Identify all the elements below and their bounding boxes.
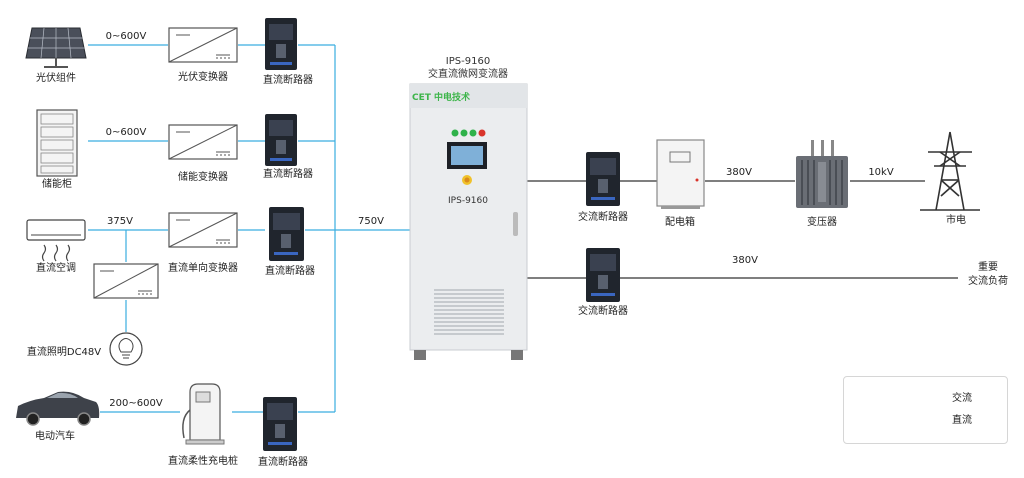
dc-breaker-label: 直流断路器: [263, 169, 313, 180]
storage-converter-icon: [168, 124, 238, 160]
grid-label: 市电: [946, 215, 966, 226]
storage-converter-label: 储能变换器: [178, 172, 228, 183]
voltage-hv: 10kV: [868, 167, 894, 178]
pv-converter-label: 光伏变换器: [178, 72, 228, 83]
ips-9160-cabinet: [409, 83, 528, 360]
dc-flexible-charger-label: 直流柔性充电桩: [168, 456, 238, 467]
important-ac-load-label-2: 交流负荷: [968, 276, 1008, 287]
important-ac-load-label-1: 重要: [978, 262, 998, 273]
dc-unidirectional-converter-icon: [168, 212, 238, 248]
voltage-ac-dist: 380V: [726, 167, 752, 178]
dc-breaker-icon: [265, 114, 297, 166]
ev-label: 电动汽车: [35, 431, 75, 442]
ac-breaker-icon: [586, 152, 620, 206]
dc-ac-label: 直流空调: [36, 263, 76, 274]
ac-breaker-label: 交流断路器: [578, 212, 628, 223]
dc-lines: [88, 44, 410, 413]
voltage-dc-ac: 375V: [107, 216, 133, 227]
legend-ac-label: 交流: [952, 393, 972, 404]
converter-icons: [93, 27, 238, 299]
charging-pile-icon: [182, 383, 225, 445]
distribution-box-icon: [656, 139, 705, 209]
dc-breaker-label: 直流断路器: [263, 75, 313, 86]
ac-breaker-label: 交流断路器: [578, 306, 628, 317]
cabinet-panel-label: IPS-9160: [448, 196, 488, 206]
transformer-label: 变压器: [807, 217, 837, 228]
transformer-icon: [796, 140, 848, 208]
voltage-storage: 0~600V: [105, 127, 147, 138]
brand-logo: CET 中电技术: [412, 93, 471, 103]
dc-breaker-icon: [265, 18, 297, 70]
light-bulb-icon: [109, 332, 143, 366]
solar-panel-icon: [25, 27, 87, 68]
cabinet-name: 交直流微网变流器: [428, 69, 508, 80]
storage-cabinet-label: 储能柜: [42, 179, 72, 190]
ac-lines: [527, 180, 958, 279]
legend-dc-label: 直流: [952, 415, 972, 426]
storage-cabinet-icon: [36, 109, 78, 177]
ev-car-icon: [16, 391, 100, 426]
distribution-box-label: 配电箱: [665, 217, 695, 228]
voltage-ac-load: 380V: [732, 255, 758, 266]
pv-converter-icon: [168, 27, 238, 63]
air-conditioner-icon: [26, 219, 86, 262]
legend: [843, 376, 1008, 444]
voltage-pv: 0~600V: [105, 31, 147, 42]
ac-breaker-icon: [586, 248, 620, 302]
voltage-bus: 750V: [358, 216, 384, 227]
breaker-icons: [263, 18, 620, 451]
dc-breaker-icon: [269, 207, 304, 261]
dc-breaker-label: 直流断路器: [265, 266, 315, 277]
cabinet-model: IPS-9160: [445, 56, 491, 67]
dc48-converter-icon: [93, 263, 159, 299]
dc-lighting-label: 直流照明DC48V: [26, 347, 102, 358]
dc-unidirectional-converter-label: 直流单向变换器: [168, 263, 238, 274]
dc-breaker-label: 直流断路器: [258, 457, 308, 468]
voltage-ev: 200~600V: [109, 398, 163, 409]
transmission-tower-icon: [920, 131, 980, 211]
pv-module-label: 光伏组件: [36, 73, 76, 84]
dc-breaker-icon: [263, 397, 297, 451]
